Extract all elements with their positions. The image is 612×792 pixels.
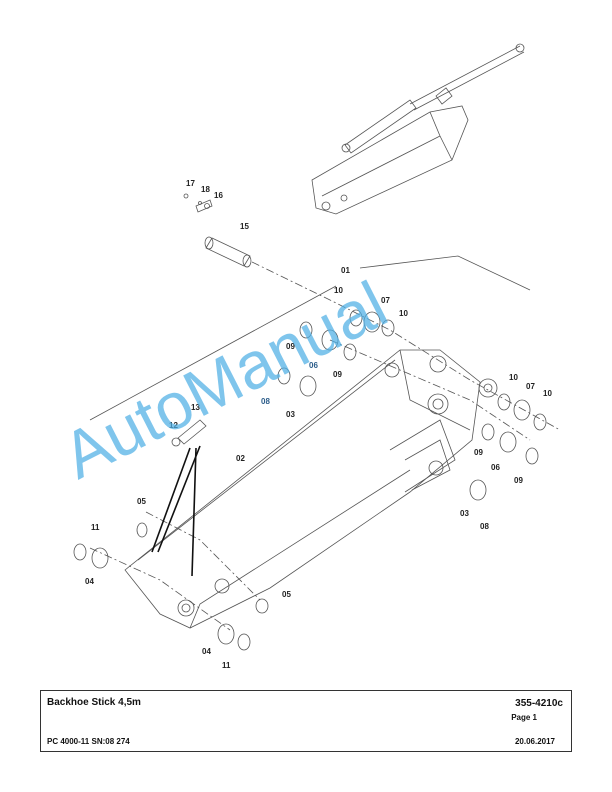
bushing-cluster-lower	[73, 543, 269, 651]
page-number: Page 1	[511, 713, 537, 722]
bushing-cluster-upper	[277, 309, 395, 397]
callout-05: 05	[137, 497, 146, 506]
callout-01: 01	[341, 266, 350, 275]
callout-09: 09	[286, 342, 295, 351]
callout-06: 06	[309, 361, 318, 370]
callout-16: 16	[214, 191, 223, 200]
callout-11: 11	[222, 661, 231, 670]
callout-05: 05	[282, 590, 291, 599]
callout-18: 18	[201, 185, 210, 194]
callout-04: 04	[202, 647, 211, 656]
callout-09: 09	[474, 448, 483, 457]
bushing-cluster-right	[136, 393, 547, 538]
callout-11: 11	[91, 523, 100, 532]
issue-date: 20.06.2017	[514, 737, 555, 746]
callout-04: 04	[85, 577, 94, 586]
stick-body	[124, 349, 498, 629]
callout-02: 02	[236, 454, 245, 463]
callout-13: 13	[191, 403, 200, 412]
exploded-parts-diagram: 17 18 16 15 01 10 07 10 09 06 09 08 03 1…	[51, 43, 561, 670]
watermark-text: AutoManual	[51, 267, 398, 493]
callout-17: 17	[186, 179, 195, 188]
callout-08: 08	[480, 522, 489, 531]
model-serial: PC 4000-11 SN:08 274	[47, 737, 130, 746]
main-pin	[204, 236, 252, 268]
callout-10: 10	[543, 389, 552, 398]
callout-06: 06	[491, 463, 500, 472]
callout-15: 15	[240, 222, 249, 231]
callout-09: 09	[333, 370, 342, 379]
drawing-title: Backhoe Stick 4,5m	[47, 697, 141, 708]
callout-12: 12	[169, 421, 178, 430]
part-number: 355-4210c	[515, 698, 563, 709]
callout-03: 03	[460, 509, 469, 518]
callout-labels: 17 18 16 15 01 10 07 10 09 06 09 08 03 1…	[85, 179, 552, 670]
callout-10: 10	[509, 373, 518, 382]
locking-plate-group	[183, 193, 213, 213]
callout-10: 10	[334, 286, 343, 295]
callout-07: 07	[526, 382, 535, 391]
callout-07: 07	[381, 296, 390, 305]
callout-09: 09	[514, 476, 523, 485]
callout-03: 03	[286, 410, 295, 419]
hydraulic-cylinder-assembly	[311, 43, 525, 215]
lifting-eye	[171, 419, 207, 447]
callout-10: 10	[399, 309, 408, 318]
callout-08: 08	[261, 397, 270, 406]
lifting-cables	[151, 445, 201, 577]
title-block: Backhoe Stick 4,5m 355-4210c Page 1 PC 4…	[40, 690, 572, 752]
